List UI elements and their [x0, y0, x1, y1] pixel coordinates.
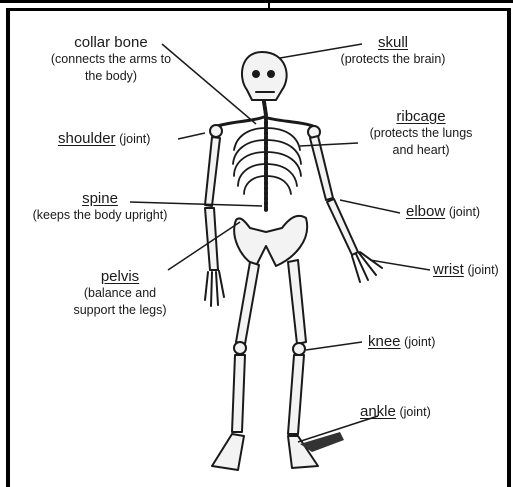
wrist-title: wrist [433, 261, 464, 278]
ankle-title: ankle [360, 403, 396, 420]
right-forearm-shape [327, 199, 358, 255]
ankle-note: (joint) [399, 405, 430, 419]
knee-label: knee (joint) [368, 333, 435, 351]
left-forearm-shape [205, 208, 218, 270]
right-hand-shape [352, 252, 382, 282]
left-femur-shape [236, 262, 259, 344]
knee-note: (joint) [404, 335, 435, 349]
spine-title: spine [14, 190, 186, 207]
left-hand-shape [205, 271, 224, 306]
elbow-title: elbow [406, 203, 445, 220]
pelvis-desc-2: support the legs) [42, 302, 198, 319]
skull-title: skull [318, 34, 468, 51]
shoulder-label: shoulder (joint) [58, 130, 150, 148]
pelvis-title: pelvis [42, 268, 198, 285]
elbow-label: elbow (joint) [406, 203, 480, 221]
ribcage-desc-2: and heart) [356, 142, 486, 159]
shoulder-title: shoulder [58, 130, 116, 147]
pelvis-shape [234, 216, 307, 266]
collar-bone-title: collar bone [28, 34, 194, 51]
elbow-pointer [340, 200, 400, 213]
collar-bone-label: collar bone (connects the arms to the bo… [28, 34, 194, 85]
right-tibia-shape [288, 355, 304, 434]
left-foot-shape [212, 434, 244, 470]
collar-bone-desc-2: the body) [28, 68, 194, 85]
knee-title: knee [368, 333, 401, 350]
skull-desc: (protects the brain) [318, 51, 468, 68]
ribcage-desc-1: (protects the lungs [356, 125, 486, 142]
pelvis-label: pelvis (balance and support the legs) [42, 268, 198, 319]
left-humerus-shape [205, 137, 220, 206]
shoulder-pointer [178, 133, 205, 139]
shoulder-note: (joint) [119, 132, 150, 146]
wrist-label: wrist (joint) [433, 261, 499, 279]
ribcage-label: ribcage (protects the lungs and heart) [356, 108, 486, 159]
collar-bone-desc-1: (connects the arms to [28, 51, 194, 68]
wrist-note: (joint) [467, 263, 498, 277]
ankle-label: ankle (joint) [360, 403, 431, 421]
skull-label: skull (protects the brain) [318, 34, 468, 68]
pelvis-pointer [168, 222, 240, 270]
knee-pointer [306, 342, 362, 350]
elbow-note: (joint) [449, 205, 480, 219]
right-femur-shape [288, 260, 306, 344]
pelvis-desc-1: (balance and [42, 285, 198, 302]
spine-label: spine (keeps the body upright) [14, 190, 186, 224]
left-tibia-shape [232, 355, 245, 432]
ribcage-title: ribcage [356, 108, 486, 125]
ribcage-pointer [300, 143, 358, 146]
spine-desc: (keeps the body upright) [14, 207, 186, 224]
